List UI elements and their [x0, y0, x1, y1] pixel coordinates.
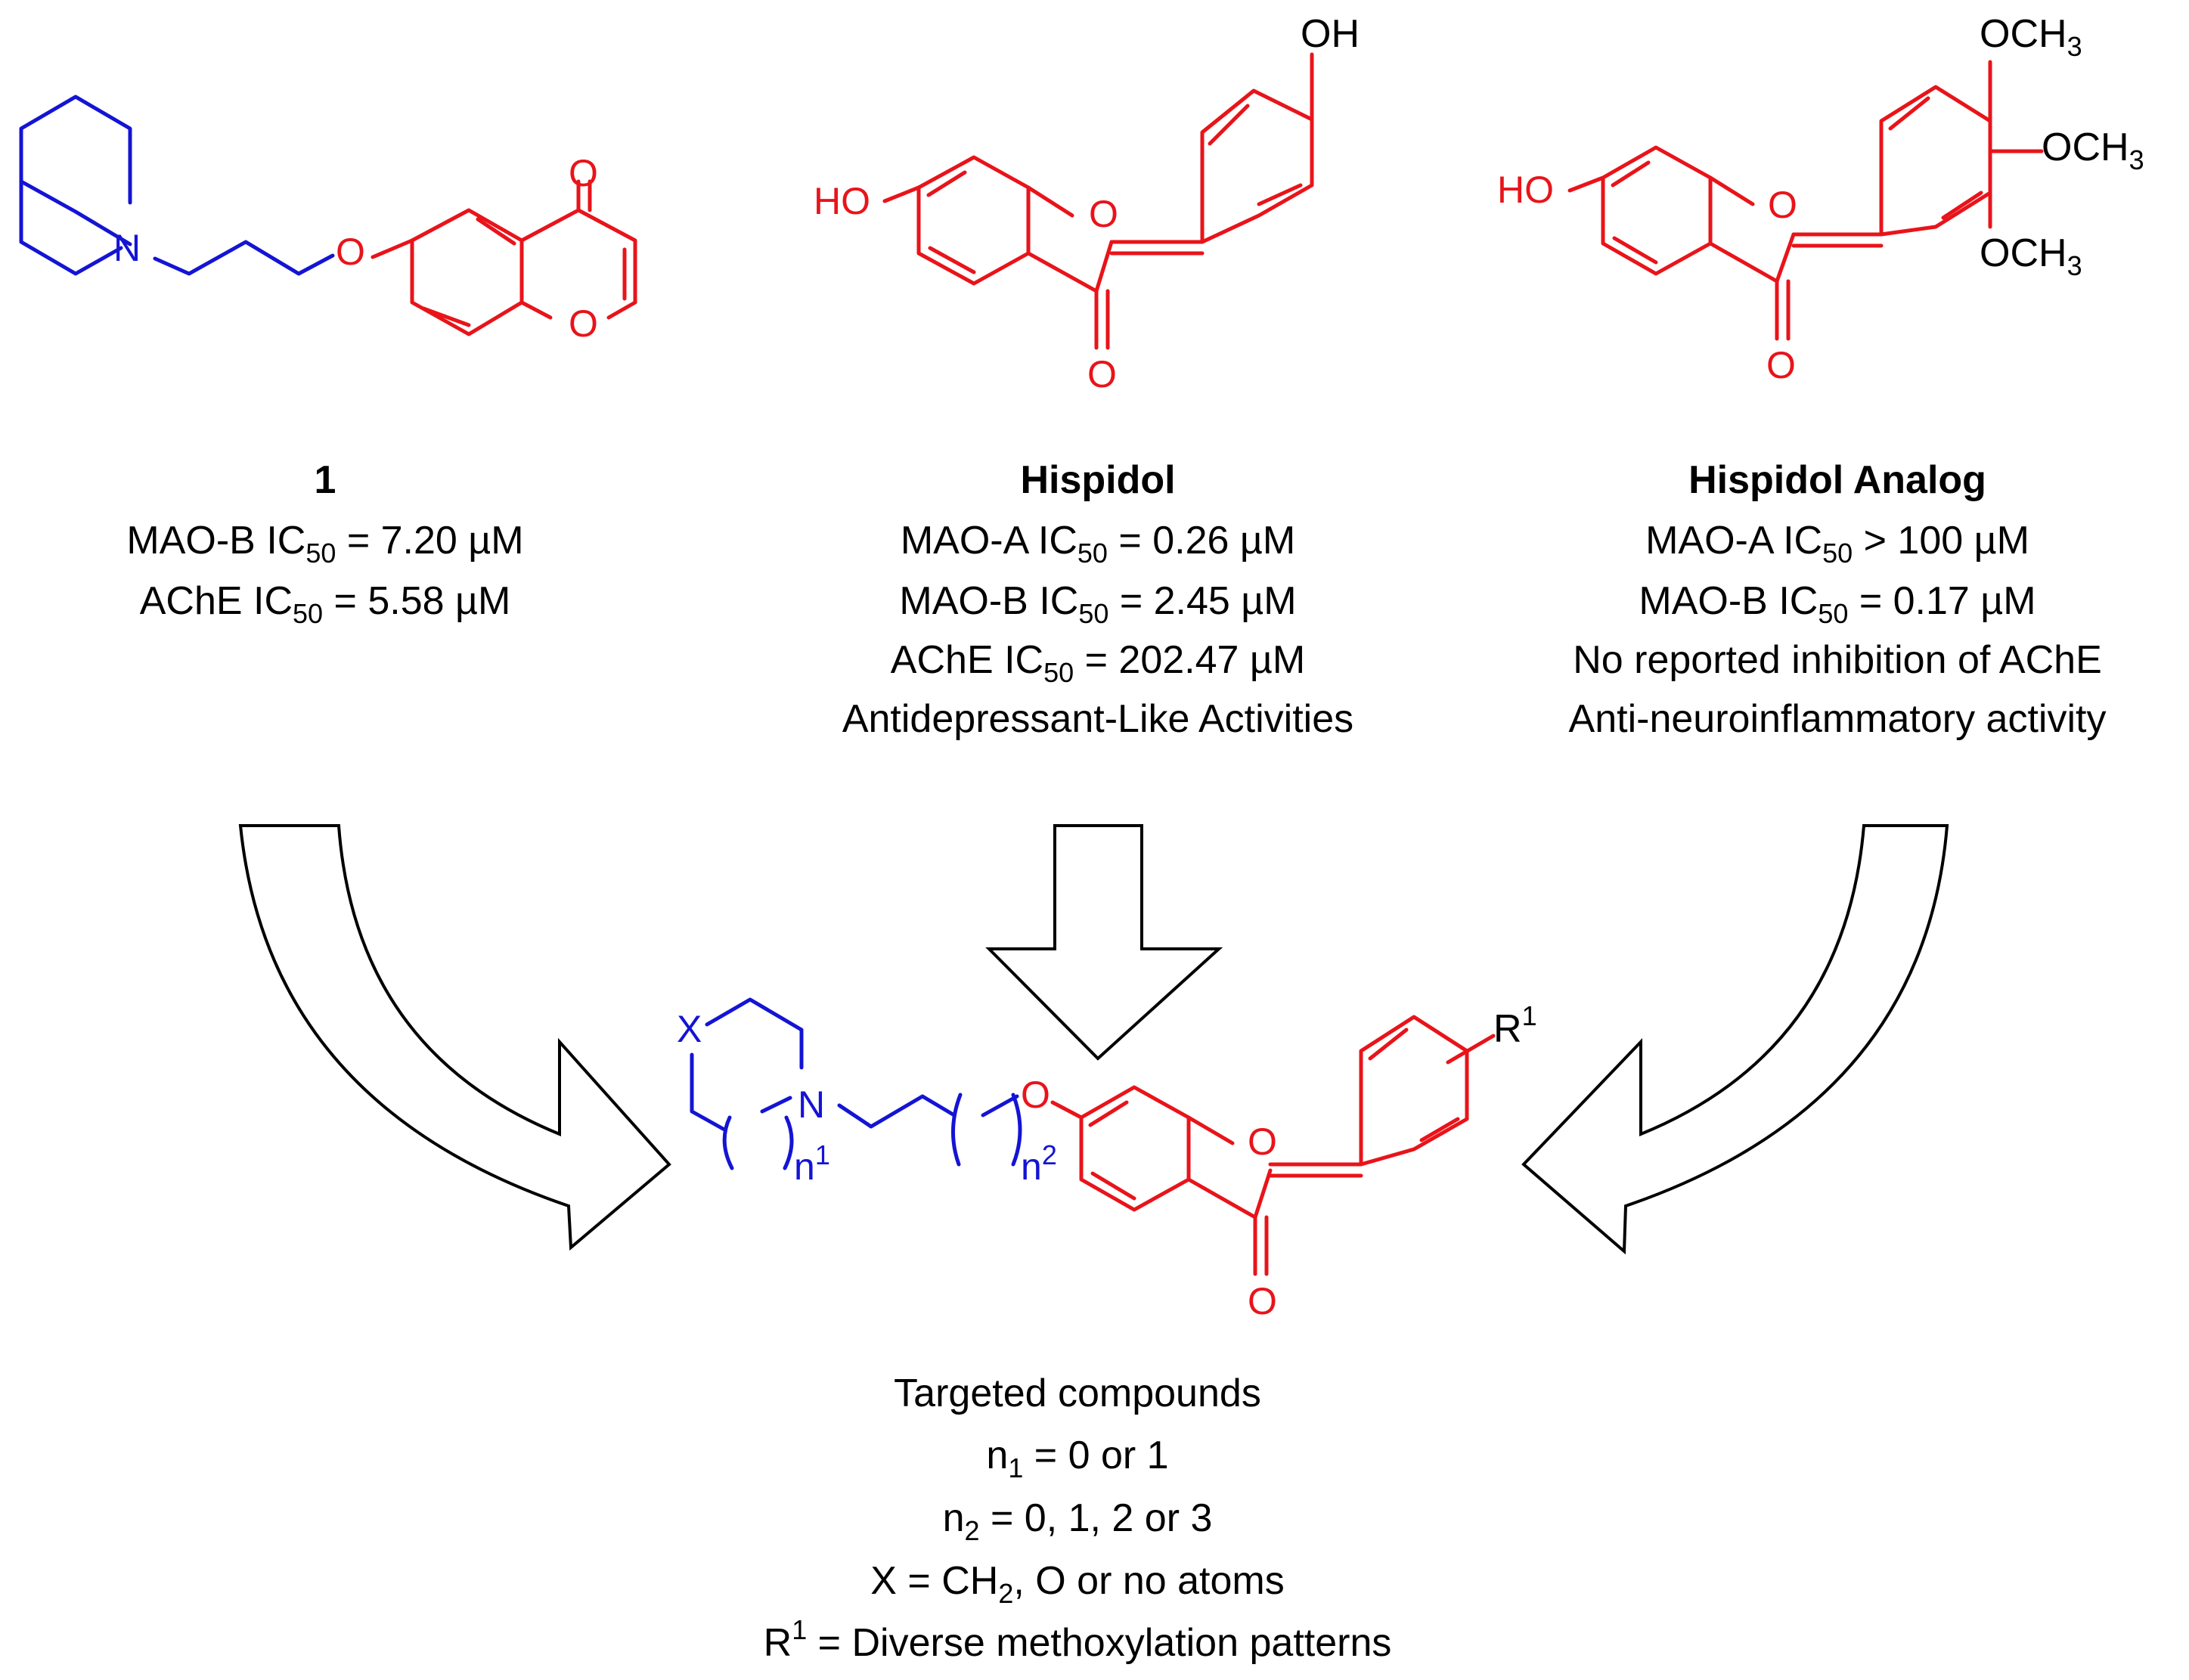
ring-oxygen-atom: O: [569, 302, 598, 345]
analog-carbonyl-oxygen: O: [1766, 344, 1796, 386]
target-carbonyl-oxygen: O: [1248, 1280, 1277, 1322]
analog-hydroxyl-label: HO: [1497, 169, 1554, 211]
caption-compound-1: 1 MAO-B IC50 = 7.20 µM AChE IC50 = 5.58 …: [126, 458, 523, 629]
methoxy-label-3: OCH3: [1980, 231, 2082, 281]
target-linker: [837, 1094, 957, 1129]
target-r1-label: R1: [1493, 1000, 1537, 1051]
furanone-oxygen-atom: O: [1089, 193, 1118, 235]
hispidol-mao-a: MAO-A IC50 = 0.26 µM: [901, 519, 1295, 569]
hispidol-ache: AChE IC50 = 202.47 µM: [891, 638, 1305, 688]
analog-ache-note: No reported inhibition of AChE: [1573, 638, 2102, 682]
target-heterocycle: [705, 997, 804, 1070]
curved-arrow-left: [238, 824, 671, 1251]
caption-targeted-compounds: Targeted compounds n1 = 0 or 1 n2 = 0, 1…: [764, 1372, 1392, 1665]
target-aryl-ring: [1359, 1015, 1469, 1167]
targeted-r1: R1 = Diverse methoxylation patterns: [764, 1614, 1392, 1665]
hispidol-name: Hispidol: [1020, 458, 1175, 502]
targeted-n2: n2 = 0, 1, 2 or 3: [943, 1496, 1213, 1546]
analog-name: Hispidol Analog: [1688, 458, 1986, 502]
caption-hispidol-analog: Hispidol Analog MAO-A IC50 > 100 µM MAO-…: [1569, 458, 2107, 741]
compound-1-ache: AChE IC50 = 5.58 µM: [140, 579, 511, 629]
structure-targeted-compound: X N n1 n2 O O O R1: [677, 997, 1537, 1322]
target-x-atom: X: [677, 1008, 702, 1050]
nitrogen-atom: N: [113, 227, 141, 269]
structure-compound-1: N O O O: [19, 95, 637, 345]
phenol-ring: [1200, 88, 1314, 244]
methoxy-label-1: OCH3: [1980, 12, 2082, 62]
hispidol-mao-b: MAO-B IC50 = 2.45 µM: [899, 579, 1296, 629]
analog-furanone-oxygen: O: [1768, 184, 1797, 226]
caption-hispidol: Hispidol MAO-A IC50 = 0.26 µM MAO-B IC50…: [842, 458, 1353, 741]
methoxy-label-2: OCH3: [2042, 126, 2144, 175]
structure-hispidol: HO O O OH: [814, 12, 1360, 395]
target-ether-oxygen: O: [1021, 1074, 1050, 1116]
analog-activity: Anti-neuroinflammatory activity: [1569, 697, 2107, 741]
hispidol-activity: Antidepressant-Like Activities: [842, 697, 1353, 741]
chromone-benzene-ring: [410, 208, 524, 336]
analog-mao-a: MAO-A IC50 > 100 µM: [1645, 519, 2029, 569]
targeted-title: Targeted compounds: [894, 1372, 1261, 1415]
straight-arrow-center: [985, 824, 1223, 1061]
compound-1-name: 1: [315, 458, 336, 502]
analog-mao-b: MAO-B IC50 = 0.17 µM: [1639, 579, 2036, 629]
compound-1-mao-b: MAO-B IC50 = 7.20 µM: [126, 519, 523, 569]
carbonyl-oxygen-atom: O: [569, 152, 598, 194]
targeted-n1: n1 = 0 or 1: [986, 1434, 1168, 1483]
target-furanone-oxygen: O: [1248, 1121, 1277, 1163]
target-nitrogen-atom: N: [798, 1083, 825, 1126]
curved-arrow-right: [1521, 824, 1949, 1255]
chromone-pyrone-ring: [519, 208, 637, 320]
target-n1-label: n1: [794, 1139, 830, 1188]
target-benzene-ring: [1079, 1085, 1191, 1212]
ether-oxygen-atom: O: [336, 231, 365, 273]
piperidine-ring: [19, 95, 132, 246]
structure-hispidol-analog: HO O O OCH3 OCH3 OCH3: [1497, 12, 2144, 386]
hydroxyl-label: HO: [814, 180, 870, 222]
targeted-x: X = CH2, O or no atoms: [870, 1559, 1284, 1609]
hispidol-benzene-ring: [916, 155, 1031, 286]
phenol-oh-label: OH: [1301, 12, 1360, 56]
target-n2-label: n2: [1021, 1139, 1057, 1188]
trimethoxyphenyl-ring: [1879, 85, 1992, 237]
propyl-linker: [153, 240, 335, 276]
hispidol-carbonyl-oxygen: O: [1087, 353, 1117, 395]
analog-benzene-ring: [1601, 145, 1713, 276]
